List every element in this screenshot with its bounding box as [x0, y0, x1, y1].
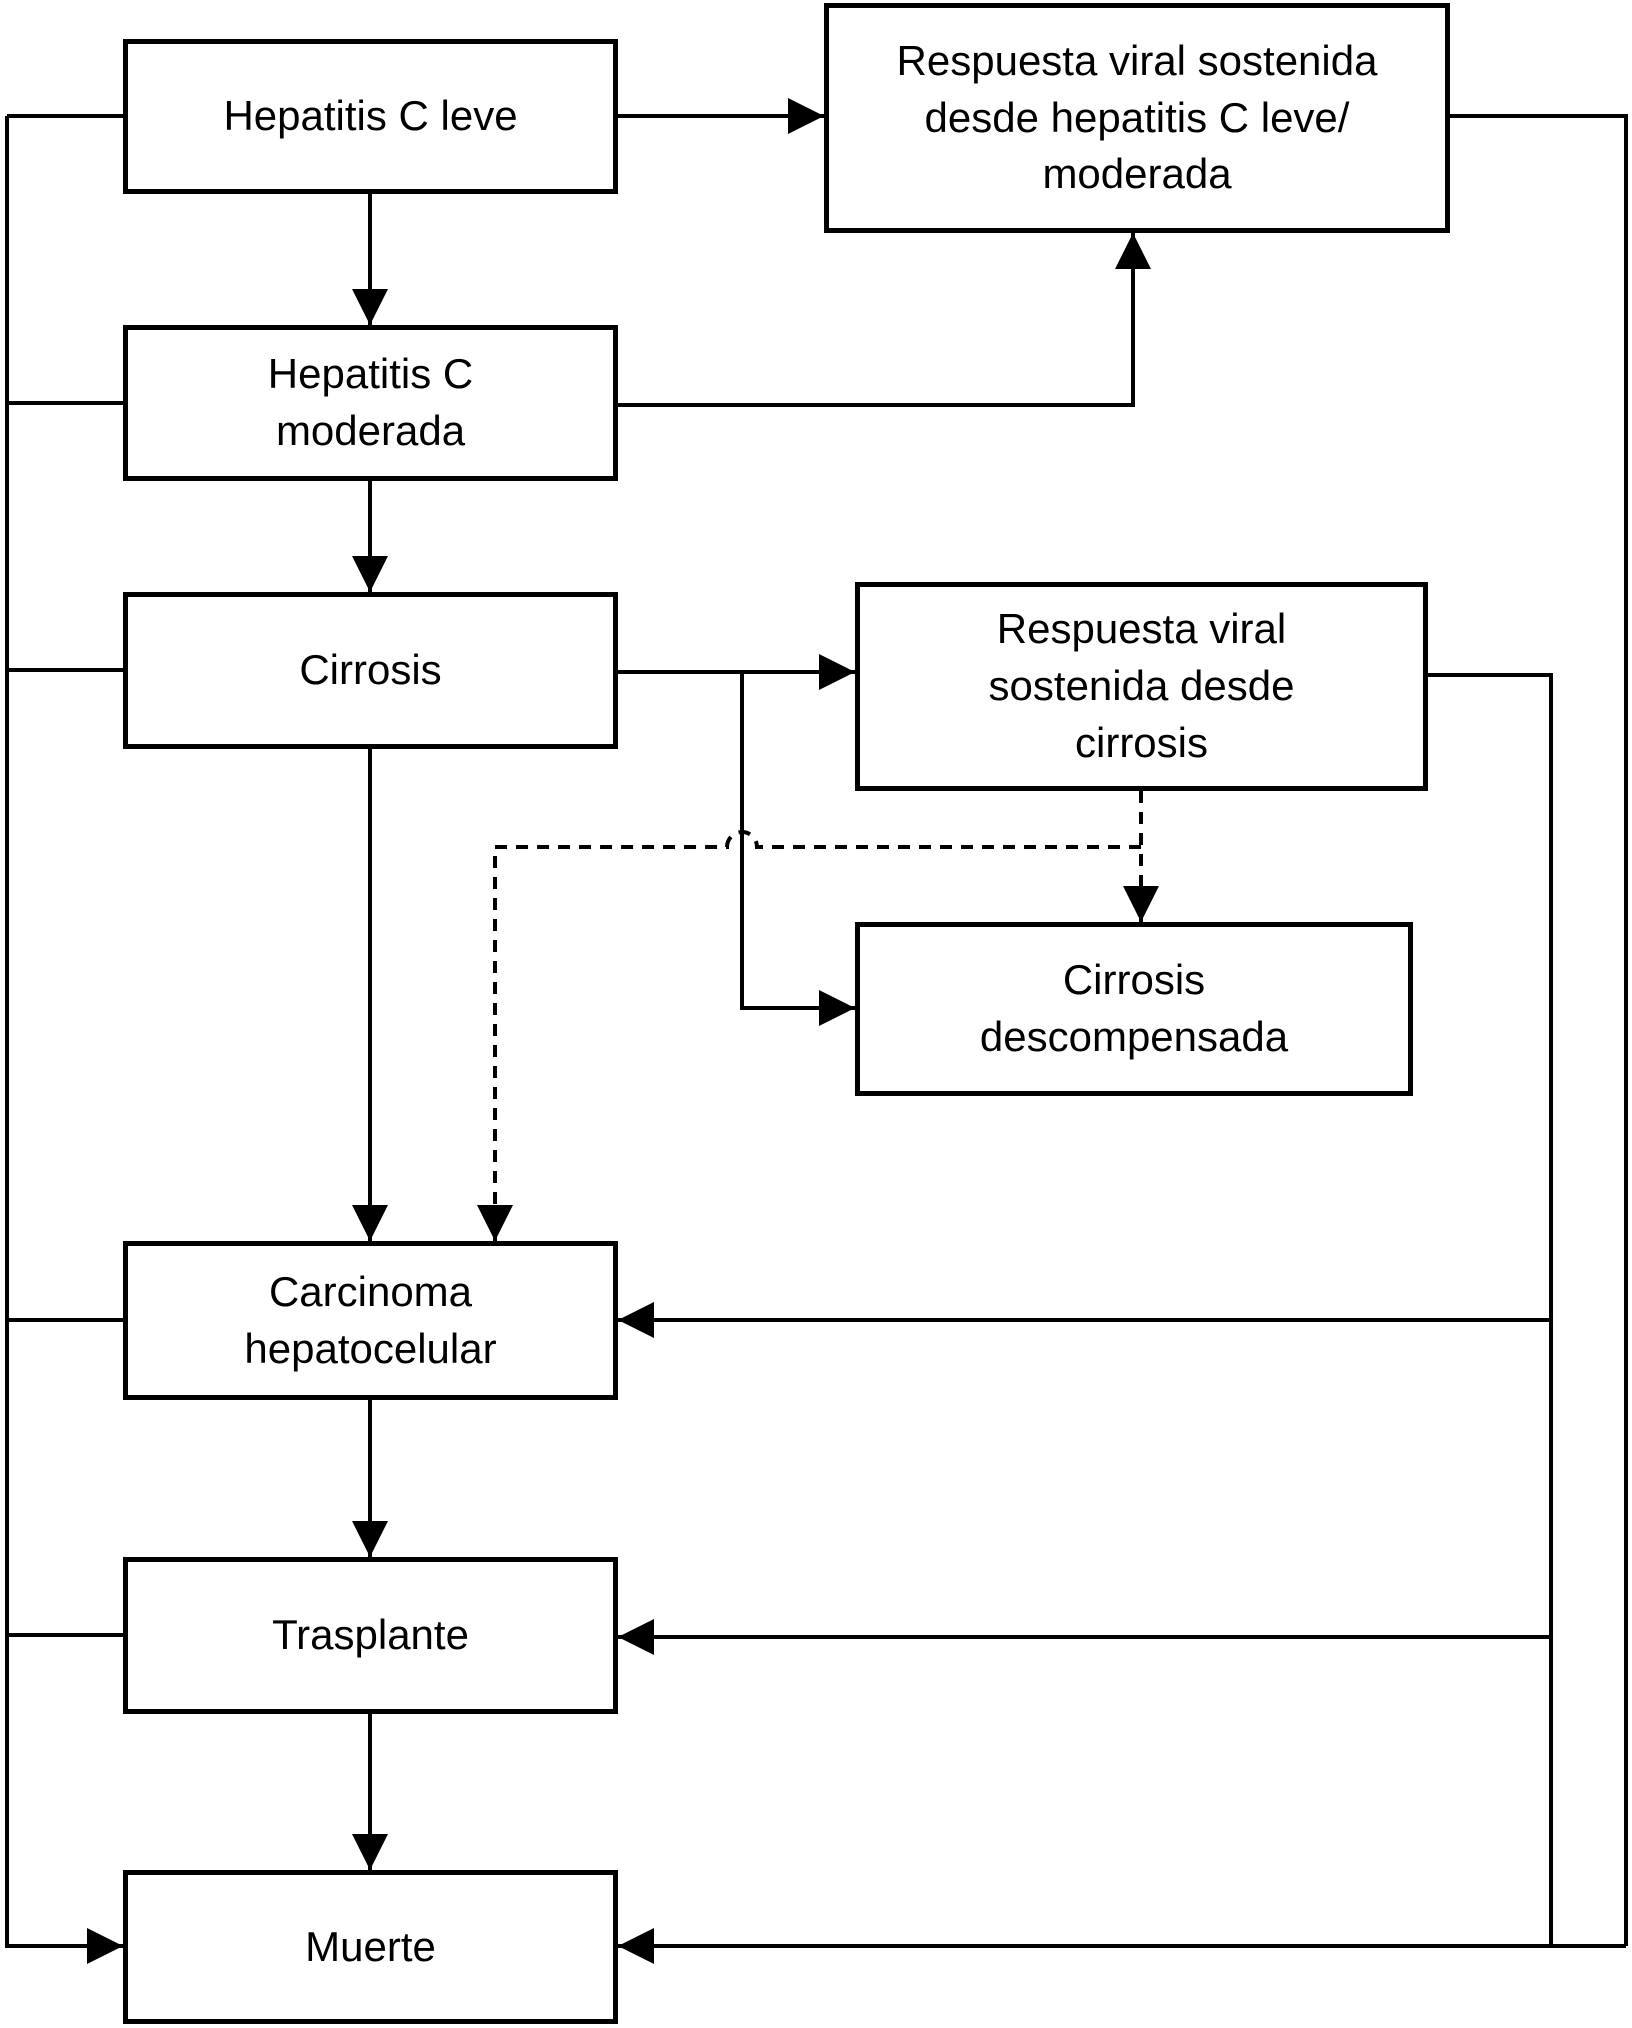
node-label: Hepatitis C moderada — [267, 350, 474, 454]
edge-svr-cirrosis-to-inner-rail — [1428, 673, 1553, 1946]
node-hepatitis-c-leve: Hepatitis C leve — [123, 39, 618, 194]
node-label: Respuesta viral sostenida desde cirrosis — [988, 605, 1295, 766]
edge-cirrosis-to-descompensada — [740, 672, 855, 1026]
node-label: Cirrosis descompensada — [979, 956, 1289, 1060]
node-cirrosis: Cirrosis — [123, 592, 618, 749]
node-label: Cirrosis — [299, 646, 442, 694]
edge-moderada-to-svr — [618, 233, 1151, 407]
node-respuesta-viral-leve-moderada: Respuesta viral sostenida desde hepatiti… — [824, 3, 1450, 233]
node-label: Respuesta viral sostenida desde hepatiti… — [896, 36, 1378, 198]
node-label: Muerte — [305, 1922, 436, 1970]
node-trasplante: Trasplante — [123, 1557, 618, 1714]
edge-svr-cirrosis-to-carcinoma-dashed — [477, 830, 1141, 1241]
edge-death-rail-left — [5, 116, 123, 1964]
node-carcinoma-hepatocelular: Carcinoma hepatocelular — [123, 1241, 618, 1400]
node-muerte: Muerte — [123, 1870, 618, 2024]
node-respuesta-viral-cirrosis: Respuesta viral sostenida desde cirrosis — [855, 582, 1428, 791]
node-label: Hepatitis C leve — [223, 92, 518, 140]
node-hepatitis-c-moderada: Hepatitis C moderada — [123, 325, 618, 481]
node-label: Carcinoma hepatocelular — [244, 1267, 497, 1372]
node-cirrosis-descompensada: Cirrosis descompensada — [855, 922, 1413, 1096]
edge-svr-to-outer-rail — [1450, 114, 1628, 1946]
node-label: Trasplante — [272, 1611, 469, 1659]
